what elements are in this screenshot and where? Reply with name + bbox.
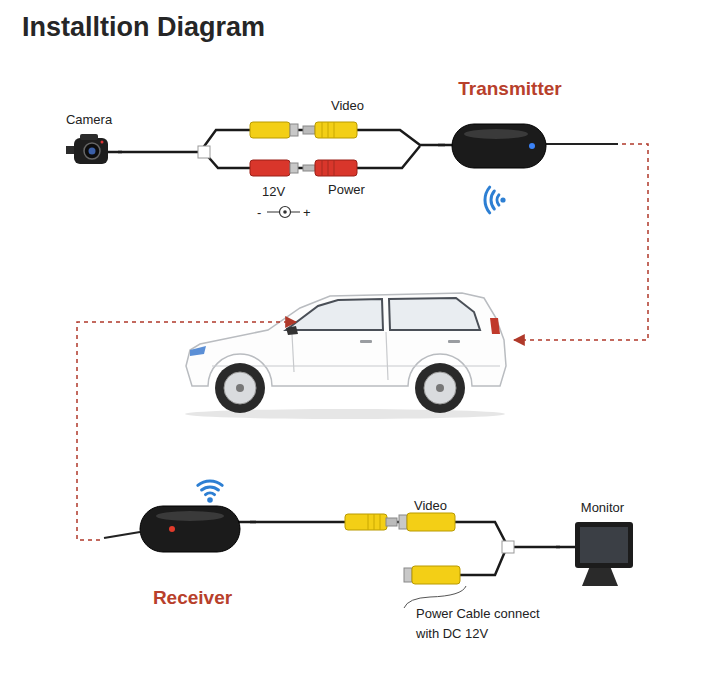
car-taillight xyxy=(490,318,500,334)
device-node: Transmitter xyxy=(445,78,575,175)
car-front-window xyxy=(286,299,383,330)
camera-lens-glass xyxy=(89,148,96,155)
wifi-symbol xyxy=(198,481,222,495)
label-wrap: Power xyxy=(328,180,365,200)
cable-splitter xyxy=(198,146,210,158)
car-mirror xyxy=(286,326,298,335)
label-wrap: Video xyxy=(331,96,364,116)
rca-pin xyxy=(303,126,315,134)
part-label: + xyxy=(303,203,311,223)
device-label: Receiver xyxy=(153,587,232,610)
monitor-frame xyxy=(575,522,633,568)
video-wire xyxy=(460,549,506,575)
part-label: - xyxy=(257,203,261,223)
wifi-dot xyxy=(207,497,213,503)
plug-ribs xyxy=(368,514,380,530)
plug-ribs xyxy=(322,122,334,138)
rca-ring xyxy=(404,568,412,582)
monitor-stand xyxy=(582,566,618,586)
label-wrap: Power Cable connect with DC 12V xyxy=(416,604,556,643)
part-label: Power Cable connect with DC 12V xyxy=(416,604,556,643)
car-wheel xyxy=(415,363,465,413)
camera-lens xyxy=(84,143,100,159)
transmitter-body xyxy=(452,124,546,168)
dc-female-red xyxy=(250,160,290,176)
dc-polarity-dot xyxy=(283,210,287,214)
car-rim xyxy=(424,372,456,404)
car-wheel xyxy=(215,363,265,413)
rca-ring xyxy=(290,124,298,136)
rca-female-yellow xyxy=(412,566,460,584)
transmitter-shine xyxy=(464,129,528,139)
receiver-body xyxy=(140,506,240,552)
car-headlight xyxy=(190,346,206,356)
device-label: Monitor xyxy=(581,500,624,516)
part-label: Power xyxy=(328,180,365,200)
dc-polarity-ring xyxy=(280,207,291,218)
device-label: Camera xyxy=(66,112,112,128)
transmitter-led xyxy=(529,143,535,149)
dc-barrel xyxy=(290,163,298,173)
dc-pin xyxy=(303,165,315,171)
camera-led xyxy=(101,141,104,144)
receiver-shine xyxy=(156,511,224,521)
plug-ribs xyxy=(322,160,334,176)
rca-male-yellow xyxy=(345,514,387,530)
cable-splitter xyxy=(502,541,514,553)
part-label: Video xyxy=(414,496,447,516)
rca-female-yellow xyxy=(407,513,455,531)
label-wrap: - xyxy=(257,203,261,223)
device-label: Transmitter xyxy=(458,78,561,101)
car-hub xyxy=(236,384,244,392)
title-wrap: Installtion Diagram xyxy=(22,12,265,43)
rca-female-yellow xyxy=(250,122,290,138)
rca-pin xyxy=(386,518,397,526)
part-label: 12V xyxy=(262,182,285,202)
label-wrap: Video xyxy=(414,496,447,516)
dc-male-red xyxy=(315,160,357,176)
device-node: Camera xyxy=(60,112,118,168)
receiver-led xyxy=(169,526,175,532)
device-node: Monitor xyxy=(560,500,645,590)
rca-ring xyxy=(399,515,407,529)
camera-body xyxy=(74,138,108,164)
car-handle xyxy=(360,340,372,343)
car-handle xyxy=(448,340,460,343)
car-rim xyxy=(224,372,256,404)
device-node: Receiver xyxy=(135,480,250,610)
part-label: Video xyxy=(331,96,364,116)
car-hub xyxy=(436,384,444,392)
label-wrap: + xyxy=(303,203,311,223)
wifi-symbol xyxy=(485,187,499,213)
wifi-dot xyxy=(500,197,505,202)
camera-cable xyxy=(108,151,122,154)
car-rear-window xyxy=(389,298,480,330)
rca-male-yellow xyxy=(315,122,357,138)
signal-path xyxy=(514,144,648,340)
camera-top xyxy=(80,134,98,140)
leader-line xyxy=(404,586,466,608)
antenna-wire xyxy=(104,532,140,538)
diagram-title: Installtion Diagram xyxy=(22,12,265,43)
monitor-screen xyxy=(580,527,628,563)
label-wrap: 12V xyxy=(262,182,285,202)
antenna-wire xyxy=(546,143,618,145)
